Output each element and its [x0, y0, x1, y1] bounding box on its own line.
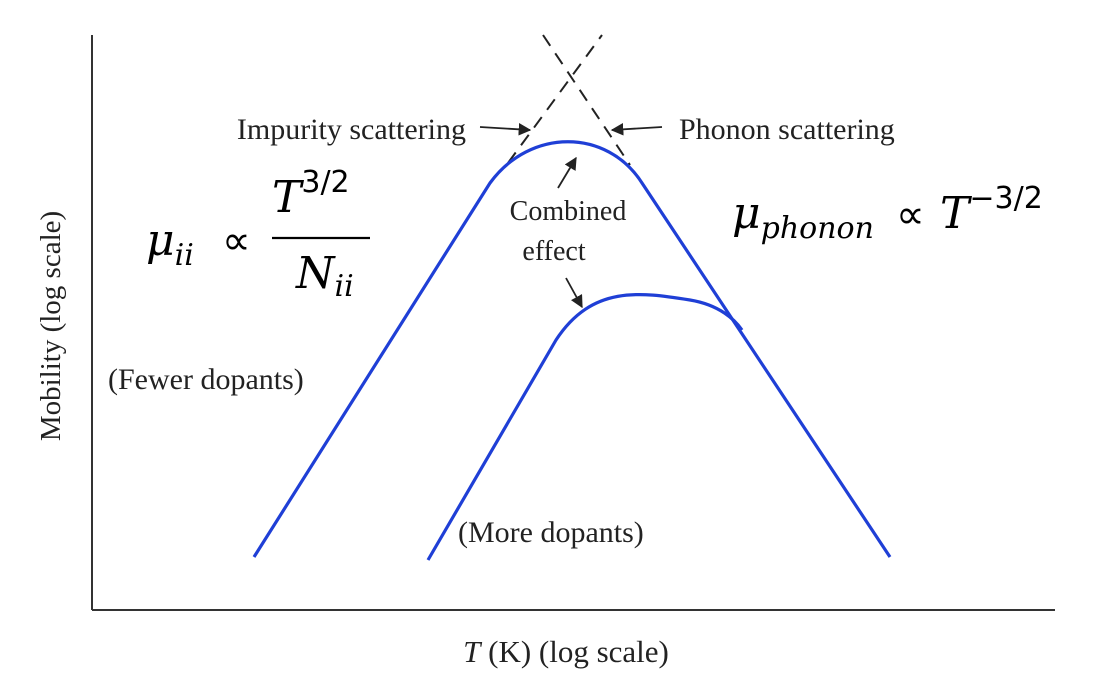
phonon-scattering-label: Phonon scattering — [679, 113, 895, 146]
impurity-mobility-formula: μii ∝ T3/2 Nii — [146, 165, 370, 304]
phonon-formula-exponent: −3/2 — [969, 181, 1042, 216]
phonon-arrow — [610, 123, 663, 136]
impurity-scattering-dashed-line — [507, 34, 603, 164]
fewer-dopants-label: (Fewer dopants) — [108, 363, 304, 396]
more-dopants-label: (More dopants) — [458, 516, 644, 549]
svg-text:μii: μii — [146, 215, 194, 273]
combined-effect-arrow-bottom — [565, 277, 583, 309]
impurity-arrow — [479, 123, 532, 136]
impurity-scattering-label: Impurity scattering — [237, 113, 466, 146]
phonon-formula-mu: μ — [732, 188, 761, 239]
impurity-formula-mu: μ — [146, 215, 175, 266]
impurity-formula-subscript: ii — [175, 238, 194, 273]
more-dopants-curve — [426, 293, 744, 561]
phonon-formula-subscript: phonon — [761, 211, 874, 246]
impurity-formula-denominator-base: N — [295, 248, 336, 299]
y-axis-label: Mobility (log scale) — [35, 211, 67, 441]
svg-text:T−3/2: T−3/2 — [940, 181, 1043, 239]
svg-text:Nii: Nii — [295, 248, 354, 304]
svg-text:T3/2: T3/2 — [272, 165, 350, 223]
x-axis-label: T (K) (log scale) — [463, 634, 669, 669]
impurity-formula-numerator-exponent: 3/2 — [301, 165, 349, 200]
x-axis-label-variable: T — [463, 634, 483, 669]
fewer-dopants-curve — [252, 140, 892, 558]
phonon-formula-proportional: ∝ — [896, 192, 925, 238]
svg-text:μphonon: μphonon — [732, 188, 874, 246]
phonon-mobility-formula: μphonon ∝ T−3/2 — [732, 181, 1043, 246]
combined-effect-label-line1: Combined — [510, 196, 627, 227]
x-axis-label-rest: (K) (log scale) — [480, 634, 669, 669]
combined-effect-arrow-top — [557, 156, 577, 189]
combined-effect-label-line2: effect — [522, 236, 585, 267]
phonon-scattering-dashed-line — [542, 34, 631, 166]
impurity-formula-proportional: ∝ — [222, 218, 251, 264]
phonon-formula-base: T — [940, 188, 973, 239]
impurity-formula-numerator-base: T — [272, 172, 305, 223]
impurity-formula-denominator-subscript: ii — [335, 269, 354, 304]
